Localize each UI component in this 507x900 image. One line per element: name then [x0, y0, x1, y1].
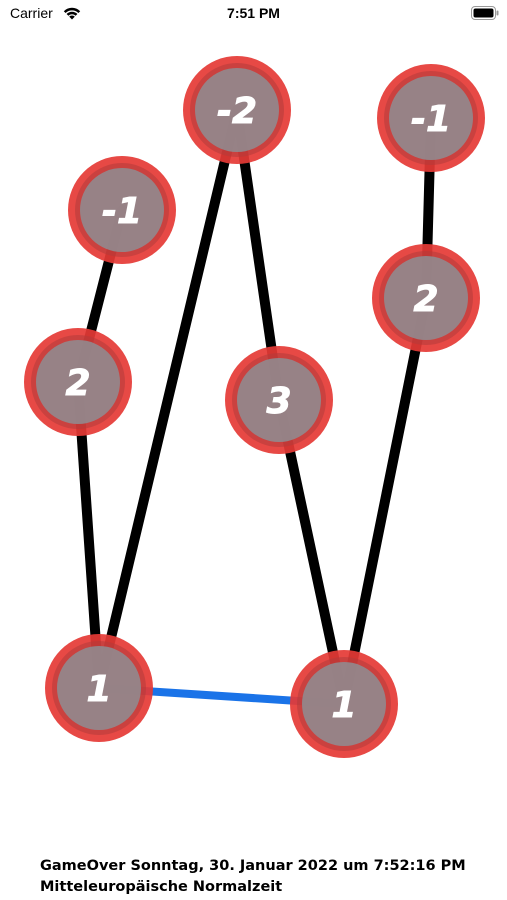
status-time: 7:51 PM: [227, 5, 280, 21]
wifi-icon: [63, 7, 81, 20]
node-n5[interactable]: 3: [225, 346, 333, 454]
node-n3[interactable]: -1: [377, 64, 485, 172]
node-n2[interactable]: -2: [183, 56, 291, 164]
edge-n8-n6: [339, 293, 431, 709]
node-value: 1: [86, 669, 111, 710]
node-value: -1: [411, 99, 451, 140]
node-value: -1: [102, 191, 142, 232]
nodes-layer: -1 -2 -1 2 3 2 1 1: [24, 56, 485, 758]
node-core: [57, 646, 141, 730]
node-value: 3: [266, 381, 291, 422]
status-bar: Carrier 7:51 PM: [0, 0, 507, 30]
game-over-message: GameOver Sonntag, 30. Januar 2022 um 7:5…: [40, 856, 500, 898]
battery-icon: [471, 6, 499, 20]
edge-n7-n2: [94, 105, 242, 693]
node-core: [389, 76, 473, 160]
node-core: [80, 168, 164, 252]
carrier-label: Carrier: [10, 5, 53, 21]
node-core: [384, 256, 468, 340]
node-core: [36, 340, 120, 424]
node-n7[interactable]: 1: [45, 634, 153, 742]
node-value: 2: [413, 279, 438, 320]
node-core: [237, 358, 321, 442]
node-n4[interactable]: 2: [24, 328, 132, 436]
node-core: [195, 68, 279, 152]
game-over-line-2: Mitteleuropäische Normalzeit: [40, 879, 283, 895]
node-core: [302, 662, 386, 746]
node-value: 2: [65, 363, 90, 404]
node-n8[interactable]: 1: [290, 650, 398, 758]
node-n6[interactable]: 2: [372, 244, 480, 352]
node-value: -2: [217, 91, 257, 132]
game-over-line-1: GameOver Sonntag, 30. Januar 2022 um 7:5…: [40, 858, 466, 874]
node-value: 1: [331, 685, 356, 726]
node-n1[interactable]: -1: [68, 156, 176, 264]
